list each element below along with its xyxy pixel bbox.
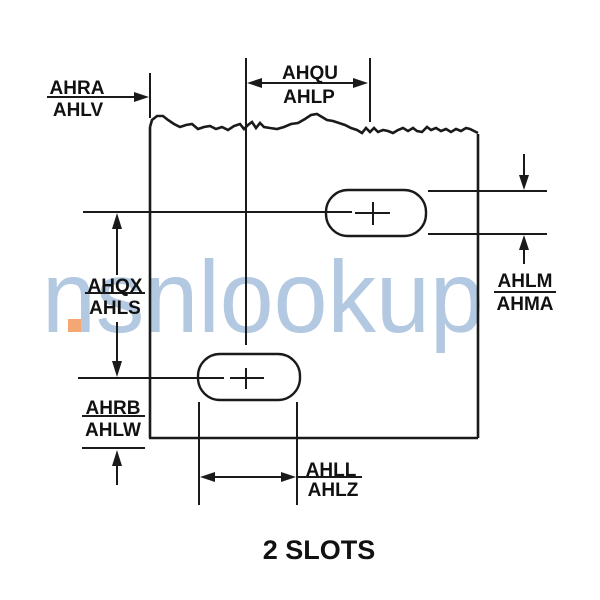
- dim-ahrb-ahlw-arrow: [112, 450, 122, 485]
- watermark-text: nsnlookup: [42, 240, 484, 354]
- dim-ahqu-ahlp-arrow: [247, 78, 368, 88]
- arrowhead-right: [134, 92, 149, 102]
- dim-ahll-ahlz-arrow: [200, 472, 296, 482]
- arrowhead-left: [200, 472, 215, 482]
- label-ahls: AHLS: [89, 298, 141, 319]
- slot-count-caption: 2 SLOTS: [262, 535, 376, 565]
- watermark-accent-square: [68, 319, 81, 332]
- dim-ahlm-ahma-arrows: [519, 154, 529, 264]
- label-ahqx: AHQX: [87, 276, 143, 297]
- label-ahlm: AHLM: [497, 271, 553, 292]
- label-ahlz: AHLZ: [307, 480, 359, 501]
- label-ahll: AHLL: [305, 460, 357, 481]
- dim-ahra-ahlv-leader: [47, 92, 149, 102]
- arrowhead-down: [112, 361, 122, 377]
- arrowhead-up: [112, 213, 122, 229]
- extension-lines: [78, 58, 547, 505]
- arrowhead-right: [281, 472, 296, 482]
- arrowhead-up: [519, 235, 529, 250]
- label-ahlv: AHLV: [52, 100, 104, 121]
- part-outline: [148, 112, 480, 440]
- arrowhead-left: [247, 78, 262, 88]
- arrowhead-up: [112, 450, 122, 466]
- label-ahlp: AHLP: [283, 87, 335, 108]
- label-ahqu: AHQU: [282, 63, 338, 84]
- label-ahlw: AHLW: [85, 420, 141, 441]
- dim-ahqx-ahls-arrow: [112, 213, 122, 377]
- label-ahrb: AHRB: [85, 398, 141, 419]
- arrowhead-down: [519, 175, 529, 190]
- label-ahma: AHMA: [496, 294, 554, 315]
- arrowhead-right: [353, 78, 368, 88]
- part-top-broken-edge: [148, 112, 479, 135]
- label-ahra: AHRA: [49, 78, 105, 99]
- label-fraction-bars: [82, 291, 556, 478]
